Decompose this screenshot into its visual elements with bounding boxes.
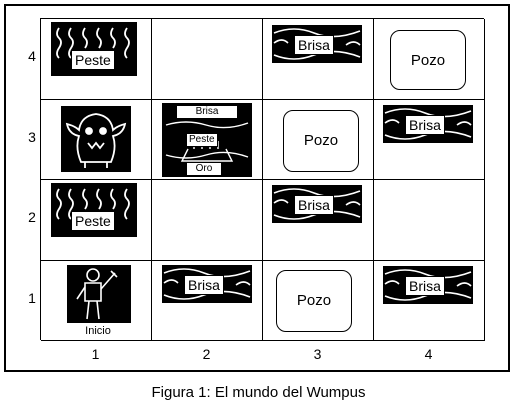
col-label-2: 2 bbox=[202, 346, 211, 362]
breeze-label: Brisa bbox=[405, 114, 445, 135]
gold-label: Oro bbox=[186, 161, 222, 176]
cell-4-4: Pozo bbox=[374, 19, 485, 100]
cell-3-3: Pozo bbox=[263, 99, 374, 180]
col-label-4: 4 bbox=[424, 346, 433, 362]
breeze-icon: Brisa bbox=[162, 264, 252, 303]
row-label-2: 2 bbox=[28, 209, 36, 225]
breeze-icon: Brisa bbox=[272, 25, 362, 63]
stench-label: Peste bbox=[71, 50, 115, 70]
breeze-label: Brisa bbox=[176, 104, 238, 119]
figure-frame bbox=[4, 4, 510, 372]
col-label-3: 3 bbox=[313, 346, 322, 362]
figure-caption: Figura 1: El mundo del Wumpus bbox=[151, 384, 366, 401]
breeze-label: Brisa bbox=[294, 35, 334, 55]
col-label-1: 1 bbox=[91, 346, 100, 362]
breeze-label: Brisa bbox=[294, 195, 334, 215]
cell-4-3: Brisa bbox=[374, 99, 485, 180]
breeze-icon: Brisa bbox=[383, 104, 473, 143]
cell-1-3 bbox=[41, 99, 152, 180]
breeze-label: Brisa bbox=[184, 274, 224, 295]
cell-4-2 bbox=[374, 180, 485, 261]
pit-label: Pozo bbox=[410, 51, 446, 69]
cell-2-4 bbox=[152, 19, 263, 100]
cell-1-4: Peste bbox=[41, 19, 152, 100]
cell-3-2: Brisa bbox=[263, 180, 374, 261]
cell-3-1: Pozo bbox=[263, 260, 374, 341]
wumpus-icon bbox=[61, 105, 131, 172]
pit-box: Pozo bbox=[276, 269, 352, 332]
stench-label: Peste bbox=[71, 211, 115, 231]
start-label: Inicio bbox=[68, 323, 128, 338]
pit-box: Pozo bbox=[390, 30, 466, 90]
cell-2-2 bbox=[152, 180, 263, 261]
stench-label: Peste bbox=[186, 132, 218, 147]
gold-icon: Brisa Peste Oro bbox=[162, 102, 252, 177]
breeze-icon: Brisa bbox=[272, 185, 362, 223]
stench-icon: Peste bbox=[51, 183, 137, 237]
breeze-icon: Brisa bbox=[383, 265, 473, 304]
pit-label: Pozo bbox=[303, 132, 339, 149]
cell-1-1: Inicio bbox=[41, 260, 152, 341]
cell-3-4: Brisa bbox=[263, 19, 374, 100]
agent-icon bbox=[67, 264, 131, 323]
cell-4-1: Brisa bbox=[374, 260, 485, 341]
cell-2-1: Brisa bbox=[152, 260, 263, 341]
breeze-label: Brisa bbox=[405, 275, 445, 296]
row-label-3: 3 bbox=[28, 129, 36, 145]
pit-box: Pozo bbox=[283, 109, 359, 172]
wumpus-grid: Peste Brisa Pozo bbox=[40, 18, 485, 341]
row-label-1: 1 bbox=[28, 290, 36, 306]
stench-icon: Peste bbox=[51, 22, 137, 76]
cell-1-2: Peste bbox=[41, 180, 152, 261]
cell-2-3: Brisa Peste Oro bbox=[152, 99, 263, 180]
row-label-4: 4 bbox=[28, 48, 36, 64]
pit-label: Pozo bbox=[296, 292, 332, 309]
